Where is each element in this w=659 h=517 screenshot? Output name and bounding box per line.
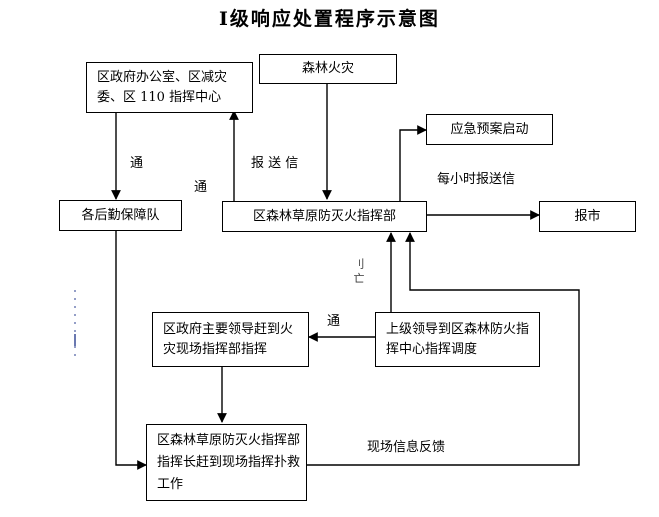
district-leader-box: 区政府主要领导赶到火灾现场指挥部指挥 bbox=[152, 312, 309, 367]
forest-fire-box: 森林火灾 bbox=[259, 54, 397, 84]
commander-box: 区森林草原防灭火指挥部指挥长赶到现场指挥扑救工作 bbox=[146, 424, 307, 501]
logistics-team-box: 各后勤保障队 bbox=[59, 200, 182, 231]
diagram-title: Ⅰ级响应处置程序示意图 bbox=[219, 8, 440, 30]
notify-label-3: 通 bbox=[327, 314, 341, 329]
notify-label-2: 通 bbox=[194, 180, 208, 195]
dashed-margin-mark bbox=[74, 290, 76, 360]
command-hq-text: 区森林草原防灭火指挥部 bbox=[252, 208, 396, 224]
superior-leader-text: 上级领导到区森林防火指挥中心指挥调度 bbox=[386, 321, 530, 357]
district-office-text: 区政府办公室、区减灾委、区 110 指挥中心 bbox=[97, 69, 228, 105]
district-office-box: 区政府办公室、区减灾委、区 110 指挥中心 bbox=[86, 62, 253, 113]
forest-fire-text: 森林火灾 bbox=[301, 61, 354, 76]
arrow-feedback-to-hq bbox=[307, 232, 580, 466]
fragment-text-label: 刂 亡 bbox=[352, 258, 365, 284]
report-city-text: 报市 bbox=[574, 208, 601, 224]
superior-leader-box: 上级领导到区森林防火指挥中心指挥调度 bbox=[375, 312, 540, 367]
scene-feedback-label: 现场信息反馈 bbox=[367, 440, 446, 455]
hourly-report-label: 每小时报送信 bbox=[437, 172, 516, 187]
command-hq-box: 区森林草原防灭火指挥部 bbox=[222, 201, 427, 232]
report-city-box: 报市 bbox=[539, 201, 636, 232]
contingency-plan-box: 应急预案启动 bbox=[426, 114, 553, 145]
notify-label-1: 通 bbox=[130, 156, 144, 171]
district-leader-text: 区政府主要领导赶到火灾现场指挥部指挥 bbox=[163, 321, 294, 357]
report-letter-label: 报 送 信 bbox=[251, 156, 299, 171]
arrow-hq-to-plan bbox=[399, 125, 427, 201]
arrow-logistics-to-commander bbox=[115, 231, 147, 470]
logistics-team-text: 各后勤保障队 bbox=[81, 207, 160, 223]
contingency-plan-text: 应急预案启动 bbox=[450, 121, 529, 137]
commander-text: 区森林草原防灭火指挥部指挥长赶到现场指挥扑救工作 bbox=[157, 432, 301, 492]
